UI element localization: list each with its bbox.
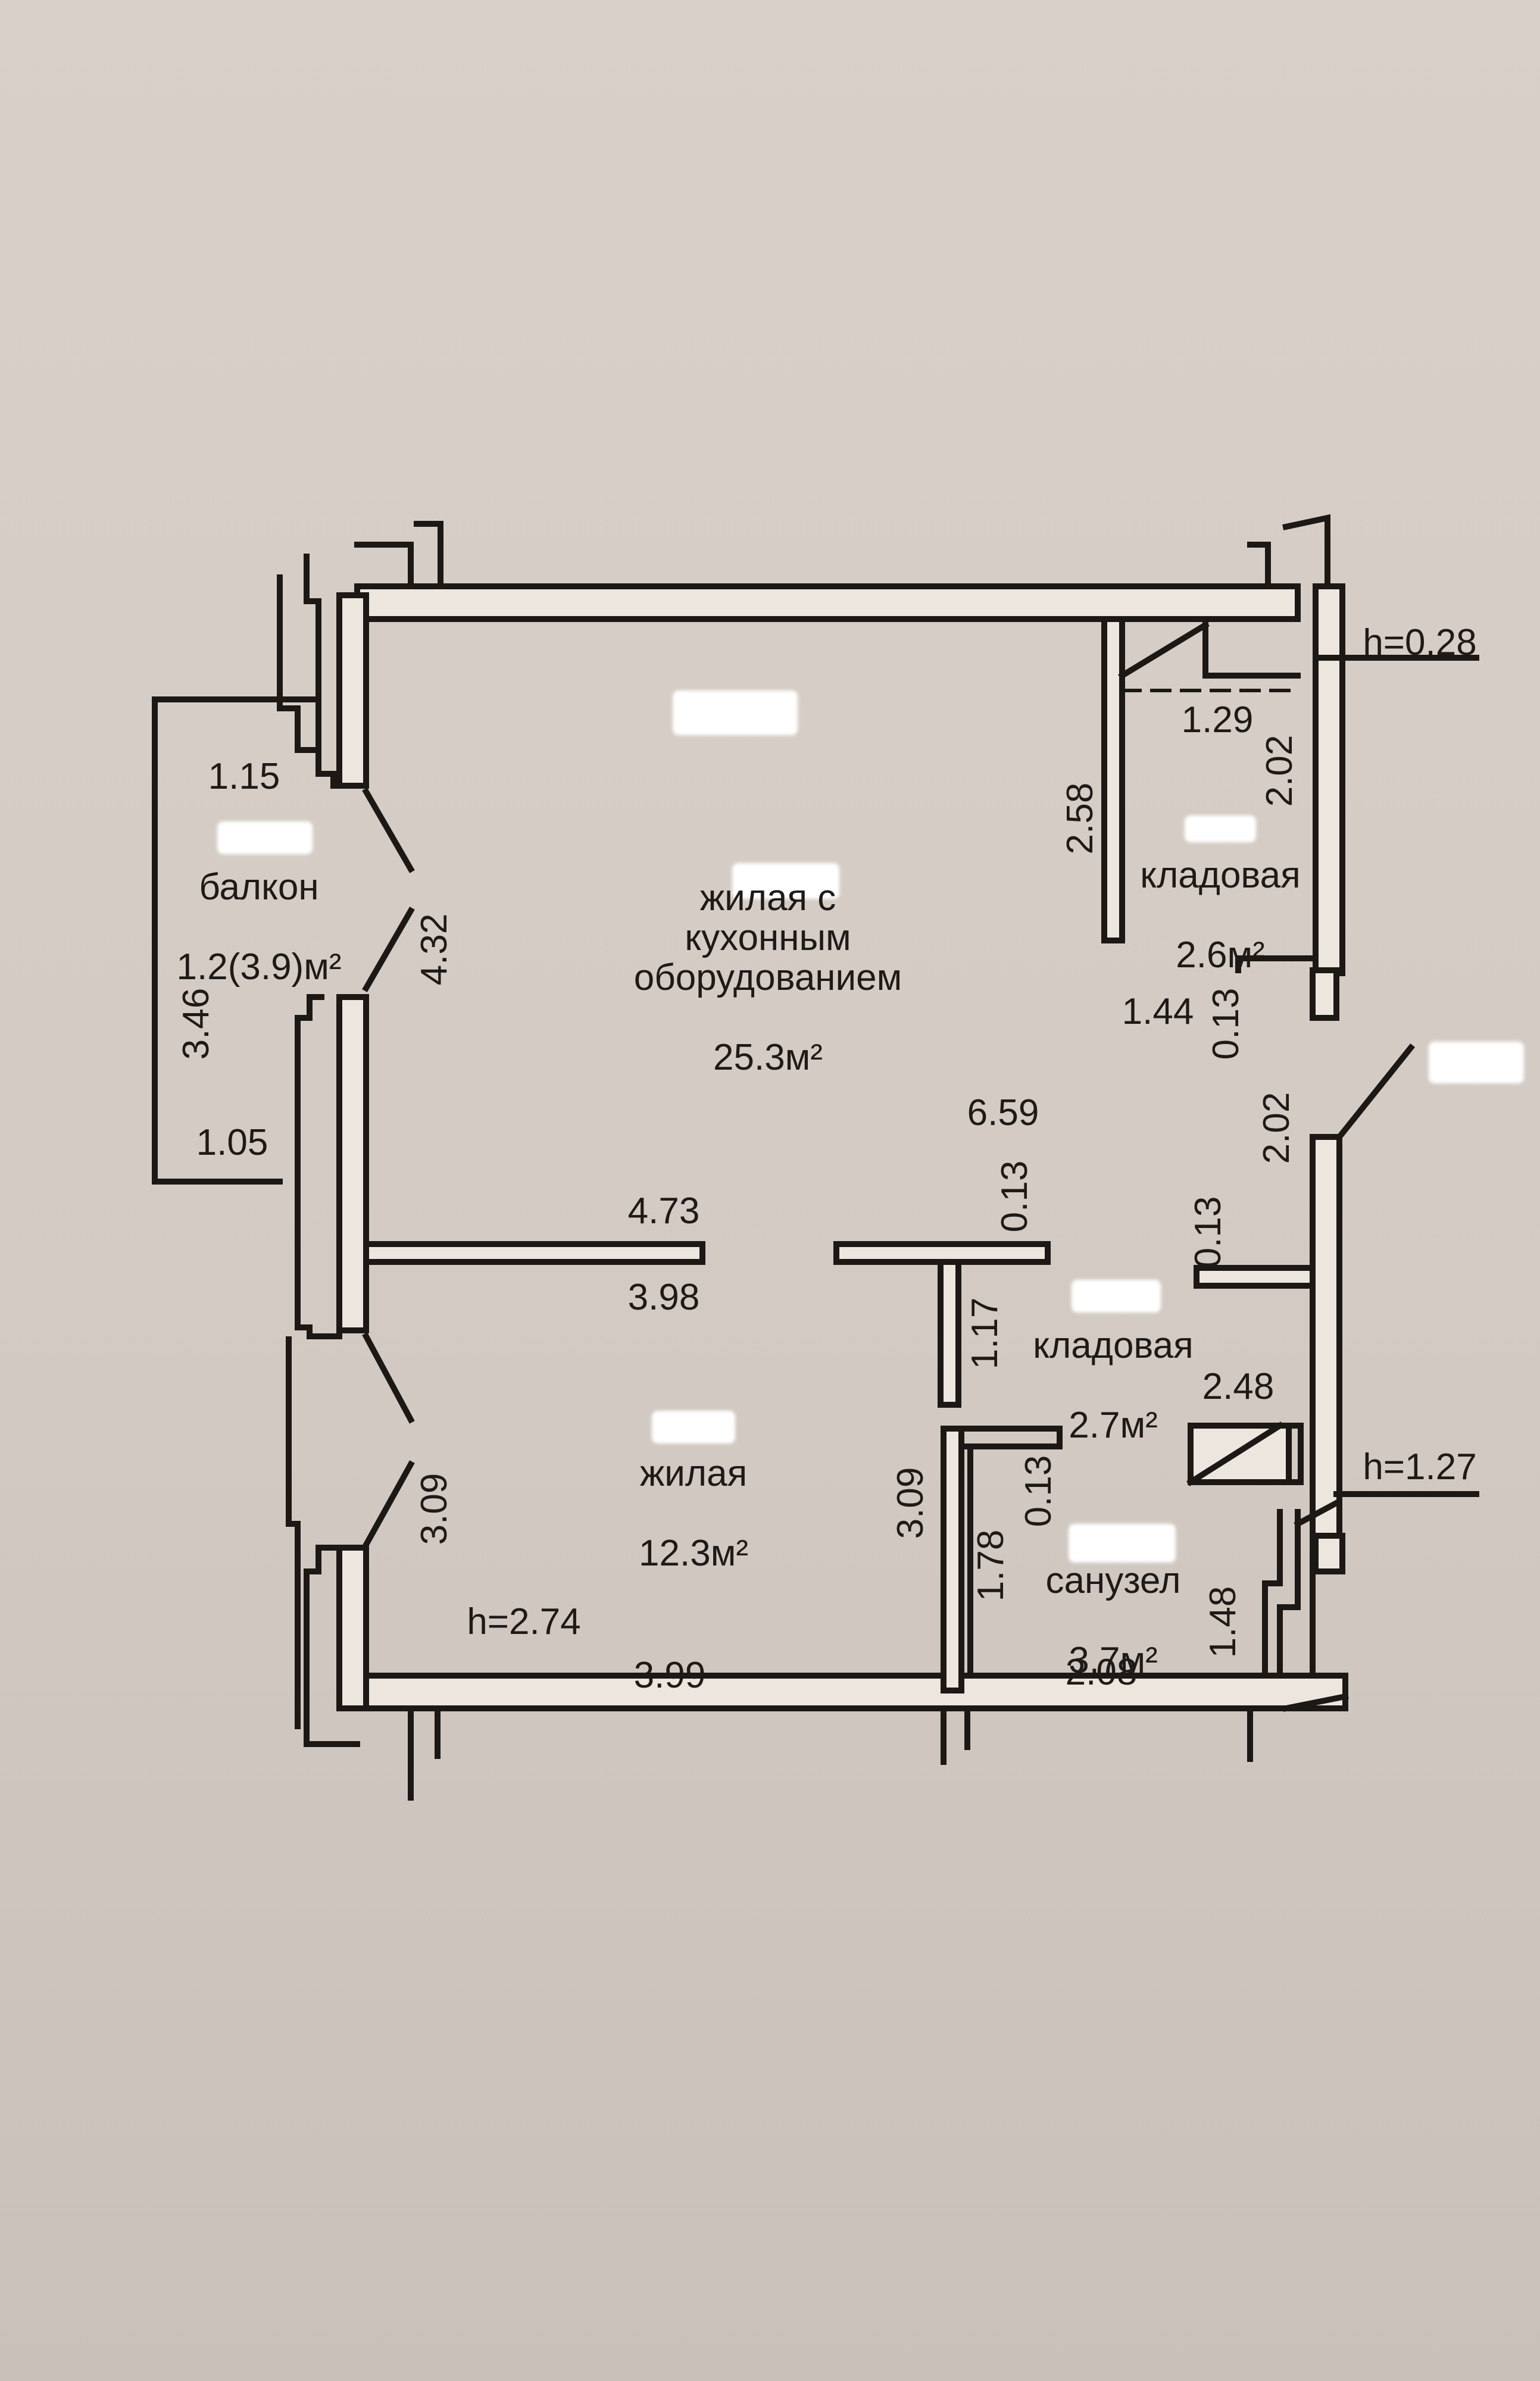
wall-right-lower	[1310, 1134, 1342, 1566]
redaction-8	[1069, 1524, 1176, 1563]
redaction-2	[732, 863, 839, 899]
room-label-balcony: балкон 1.2(3.9)м²	[177, 828, 342, 988]
dim-storage-top-width: 1.29	[1181, 699, 1254, 740]
storage-top-wall	[1101, 616, 1125, 943]
dim-bath-wall: 0.13	[1018, 1455, 1059, 1527]
room-name: кладовая	[1033, 1325, 1194, 1367]
dim-partition-bottom: 3.98	[627, 1277, 700, 1318]
dim-window-lower: 3.09	[414, 1473, 455, 1545]
room-label-living-kitchen: жилая с кухонным оборудованием 25.3м²	[634, 839, 902, 1078]
dim-storage-mid-width: 2.48	[1202, 1366, 1275, 1407]
redaction-1	[673, 690, 798, 735]
dim-room-width: 6.59	[967, 1092, 1039, 1133]
room-label-storage-mid: кладовая 2.7м²	[1033, 1286, 1193, 1446]
room-name: балкон	[199, 867, 319, 908]
height-top-right: h=0.28	[1363, 622, 1477, 663]
wall-right	[1313, 583, 1345, 976]
redaction-6	[1072, 1280, 1161, 1313]
dim-partition-wall-b: 0.13	[1188, 1196, 1229, 1268]
dim-bath-left-height: 3.09	[890, 1467, 931, 1539]
dim-storage-top-inner: 1.44	[1122, 991, 1194, 1032]
room-area: 12.3м²	[639, 1532, 748, 1574]
dim-balcony-side: 3.46	[176, 988, 217, 1060]
dim-bath-width: 2.08	[1065, 1652, 1138, 1693]
dim-storage-top-height: 2.58	[1060, 782, 1101, 855]
redaction-5	[1429, 1042, 1524, 1083]
partition-corridor-stem	[938, 1259, 961, 1408]
room-area: 25.3м²	[713, 1036, 823, 1078]
dim-balcony-bottom: 1.05	[196, 1122, 268, 1163]
room-name: кладовая	[1140, 855, 1301, 896]
bath-left-wall	[941, 1426, 964, 1693]
dim-partition-wall-a: 0.13	[994, 1160, 1035, 1233]
dim-storage-top-wall: 0.13	[1205, 988, 1247, 1060]
dim-balcony-top: 1.15	[208, 756, 280, 797]
dim-window-upper: 4.32	[414, 913, 455, 986]
partition-horizontal	[363, 1241, 705, 1265]
room-area: 2.7м²	[1069, 1404, 1158, 1446]
dim-bath-inner-height: 1.78	[970, 1529, 1011, 1602]
room-name: санузел	[1045, 1560, 1181, 1602]
dim-partition-top: 4.73	[627, 1190, 700, 1232]
room-name: жилая	[639, 1453, 748, 1495]
room-label-living: жилая 12.3м²	[639, 1414, 748, 1574]
height-bath-right: h=1.27	[1363, 1446, 1477, 1488]
room-label-storage-top: кладовая 2.6м²	[1140, 816, 1300, 976]
wall-bottom	[354, 1673, 1348, 1711]
ceiling-height-label: h=2.74	[467, 1601, 581, 1642]
wall-top	[354, 583, 1301, 622]
redaction-4	[1185, 815, 1256, 842]
redaction-3	[217, 821, 313, 854]
room-label-bathroom: санузел 3.7м²	[1045, 1521, 1180, 1681]
balcony-outline	[152, 696, 321, 1185]
dim-corridor-right: 2.02	[1256, 1092, 1297, 1164]
storage-mid-wall	[1194, 1265, 1316, 1289]
wall-left-bottom	[336, 1545, 369, 1711]
room-area: 1.2(3.9)м²	[176, 946, 342, 988]
wall-left-top	[336, 592, 369, 789]
dim-floor-width: 3.99	[633, 1655, 706, 1696]
wall-left-mid	[336, 994, 369, 1333]
room-name: жилая с кухонным оборудованием	[633, 877, 902, 998]
room-area: 2.6м²	[1176, 934, 1265, 976]
dim-storage-top-depth: 2.02	[1259, 735, 1300, 807]
redaction-7	[652, 1411, 735, 1443]
dim-bath-right-height: 1.48	[1202, 1586, 1244, 1658]
dim-storage-mid-height: 1.17	[964, 1297, 1005, 1370]
room-area: 3.7м²	[1069, 1639, 1158, 1681]
